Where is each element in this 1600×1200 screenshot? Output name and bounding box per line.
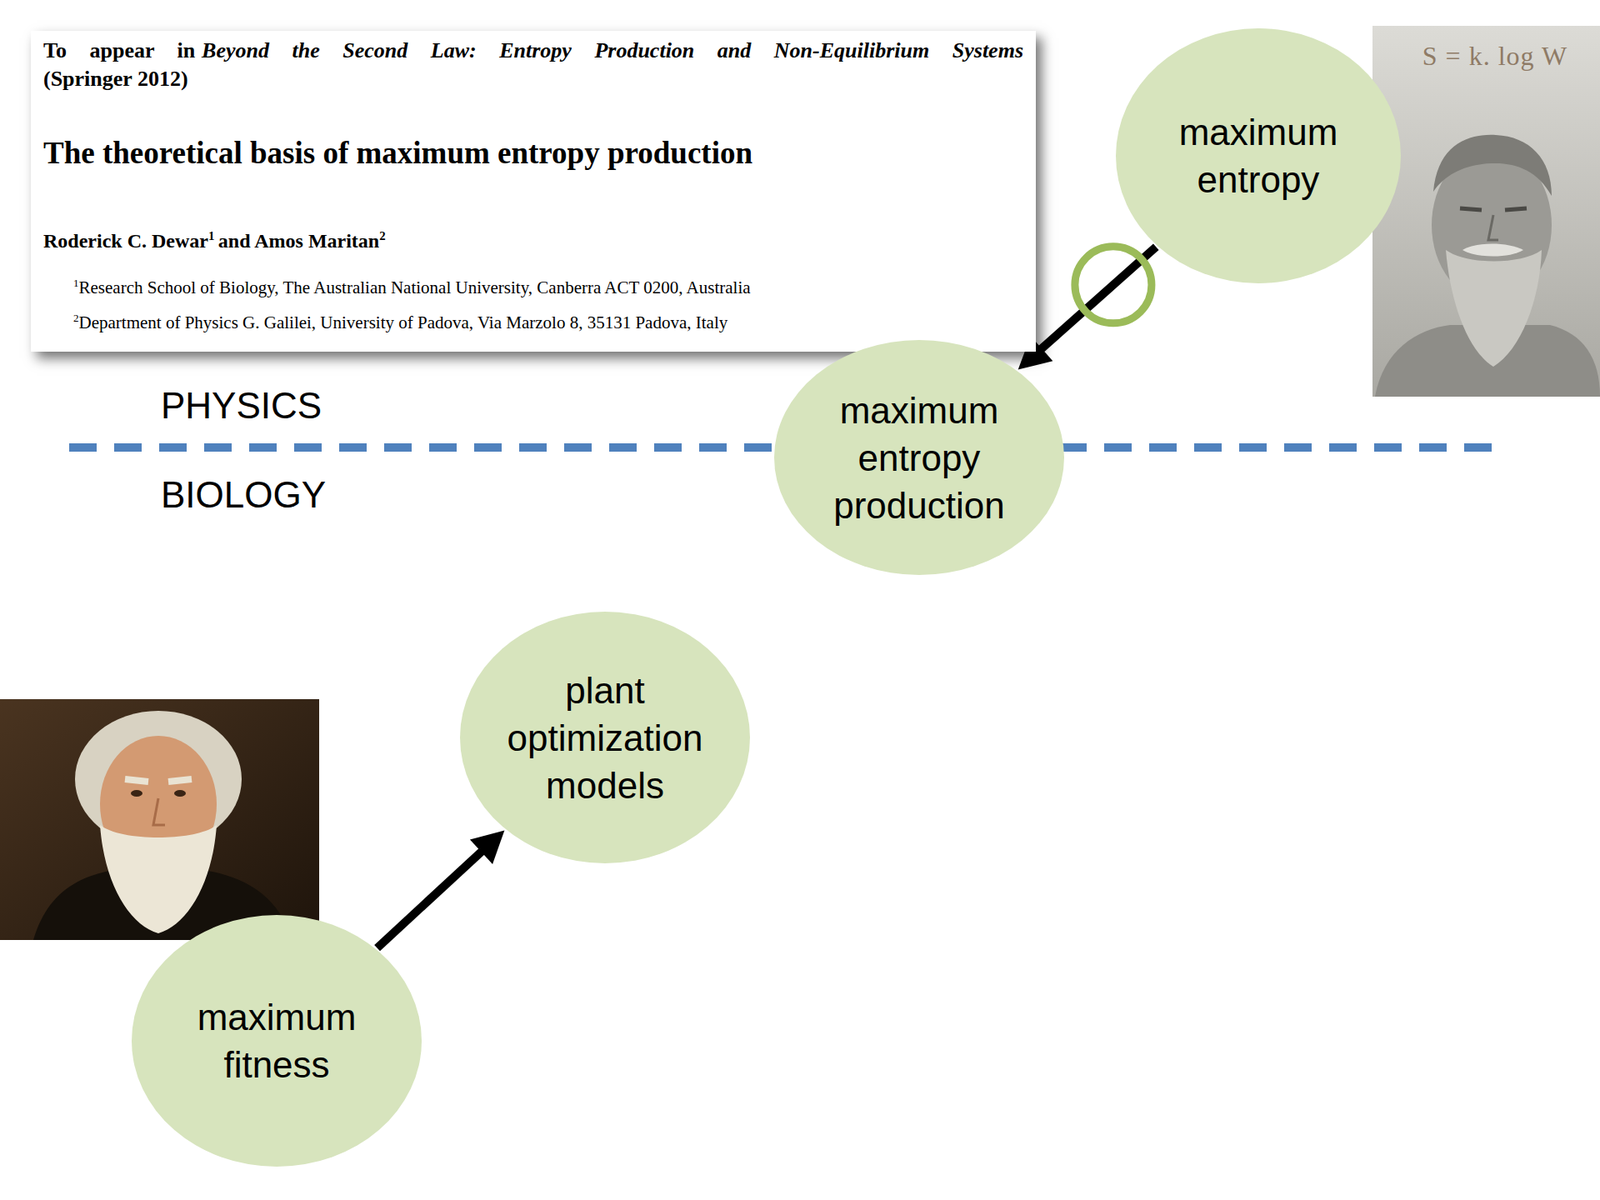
ellipse-fill (1115, 28, 1401, 284)
paper-title: The theoretical basis of maximum entropy… (43, 135, 753, 170)
paper-line: (Springer 2012) (43, 65, 1024, 94)
arrow-line (377, 847, 487, 949)
concept-label: maximum fitness (197, 996, 357, 1085)
concept-label: maximum entropy (1179, 111, 1339, 200)
affiliation-mark: 2 (379, 229, 385, 243)
boltzmann-bust (1372, 25, 1600, 397)
concept-ellipse: maximum entropy production (774, 340, 1065, 575)
paper-line: To appear inBeyond the Second Law: Entro… (43, 36, 1024, 65)
arrow-line (1036, 246, 1156, 353)
ellipse-text-area: maximum fitness (131, 915, 422, 1167)
affiliation-text: Research School of Biology, The Australi… (79, 277, 751, 298)
ellipse-text-block: maximum fitness (167, 993, 386, 1089)
publication-note: (Springer 2012) (43, 66, 189, 91)
ellipse-fill (774, 340, 1065, 575)
arrow-head (470, 830, 505, 864)
ellipse-text-block: maximum entropy (1149, 108, 1368, 204)
concept-ellipse: plant optimization models (460, 611, 750, 864)
ellipse-text-area: plant optimization models (460, 611, 750, 864)
affiliation-mark: 1 (73, 276, 80, 290)
paper-excerpt: To appear inBeyond the Second Law: Entro… (30, 30, 1036, 352)
ellipse-fill (460, 611, 750, 864)
ellipse-fill (131, 915, 422, 1167)
ellipse-text-area: maximum entropy (1115, 28, 1401, 284)
ellipse-shape (131, 915, 422, 1167)
publication-note: To appear in (43, 38, 195, 63)
concept-ellipse: maximum fitness (131, 915, 422, 1167)
ellipse-shape (1115, 28, 1401, 284)
affiliation-mark: 1 (208, 229, 215, 243)
paper-line: 2Department of Physics G. Galilei, Unive… (73, 310, 1024, 335)
concept-ellipse: maximum entropy (1115, 28, 1401, 284)
concept-label: plant optimization models (507, 670, 704, 806)
equation-label: S = k. log W (1422, 40, 1568, 72)
affiliation-text: Department of Physics G. Galilei, Univer… (79, 312, 729, 333)
paper-line: Roderick C. Dewar1and Amos Maritan2 (43, 228, 1024, 254)
author-name: Roderick C. Dewar (43, 230, 209, 252)
arrow-connector (377, 830, 505, 948)
ellipse-text-block: maximum entropy production (810, 386, 1029, 530)
darwin-portrait (0, 699, 320, 940)
paper-line: 1Research School of Biology, The Austral… (73, 275, 1024, 300)
ellipse-text-area: maximum entropy production (774, 340, 1065, 575)
section-label: BIOLOGY (160, 474, 326, 516)
concept-label: maximum entropy production (833, 390, 1005, 526)
negation-ring (1075, 246, 1152, 324)
author-name: and Amos Maritan (218, 230, 380, 252)
section-label: PHYSICS (160, 385, 322, 427)
paper-line: The theoretical basis of maximum entropy… (43, 135, 1024, 172)
affiliation-mark: 2 (73, 311, 80, 325)
ellipse-text-block: plant optimization models (495, 666, 715, 810)
arrow-connector (1018, 246, 1157, 370)
book-title: Beyond the Second Law: Entropy Productio… (201, 38, 1024, 63)
